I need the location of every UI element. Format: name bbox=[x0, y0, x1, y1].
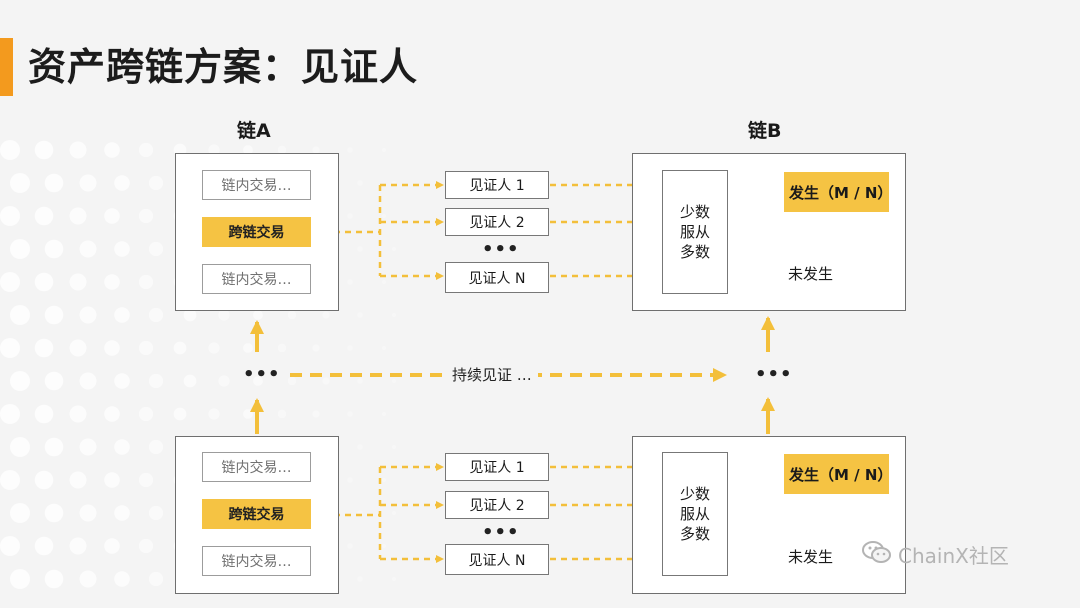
not-occurred-outcome-top: 未发生 bbox=[788, 264, 834, 283]
majority-rule-box-bottom: 少数 服从 多数 bbox=[662, 452, 728, 576]
wechat-icon bbox=[862, 540, 892, 569]
cross-chain-tx-bottom: 跨链交易 bbox=[202, 499, 311, 529]
chain-a-ellipsis: ••• bbox=[243, 364, 281, 385]
intra-chain-tx-bottom-2: 链内交易… bbox=[202, 546, 311, 576]
chain-a-label: 链A bbox=[237, 120, 271, 142]
witness-n-bottom: 见证人 N bbox=[445, 544, 549, 575]
watermark-text: ChainX社区 bbox=[898, 544, 1009, 568]
intra-chain-tx-top-1: 链内交易… bbox=[202, 170, 311, 200]
witness-2-top: 见证人 2 bbox=[445, 208, 549, 236]
page-title: 资产跨链方案：见证人 bbox=[28, 45, 419, 89]
watermark: ChainX社区 bbox=[862, 540, 1009, 569]
occurred-outcome-bottom: 发生（M / N） bbox=[784, 454, 892, 494]
cross-chain-tx-top: 跨链交易 bbox=[202, 217, 311, 247]
ongoing-witness-label: 持续见证 … bbox=[446, 364, 538, 385]
chain-b-ellipsis: ••• bbox=[755, 364, 793, 385]
witness-1-bottom: 见证人 1 bbox=[445, 453, 549, 481]
occurred-outcome-top: 发生（M / N） bbox=[784, 172, 892, 212]
witness-2-bottom: 见证人 2 bbox=[445, 491, 549, 519]
witness-ellipsis-top: ••• bbox=[482, 239, 520, 260]
witness-n-top: 见证人 N bbox=[445, 262, 549, 293]
not-occurred-outcome-bottom: 未发生 bbox=[788, 547, 834, 566]
chain-b-label: 链B bbox=[748, 120, 782, 142]
witness-1-top: 见证人 1 bbox=[445, 171, 549, 199]
witness-ellipsis-bottom: ••• bbox=[482, 522, 520, 543]
majority-rule-box-top: 少数 服从 多数 bbox=[662, 170, 728, 294]
intra-chain-tx-top-2: 链内交易… bbox=[202, 264, 311, 294]
intra-chain-tx-bottom-1: 链内交易… bbox=[202, 452, 311, 482]
title-accent-bar bbox=[0, 38, 13, 96]
